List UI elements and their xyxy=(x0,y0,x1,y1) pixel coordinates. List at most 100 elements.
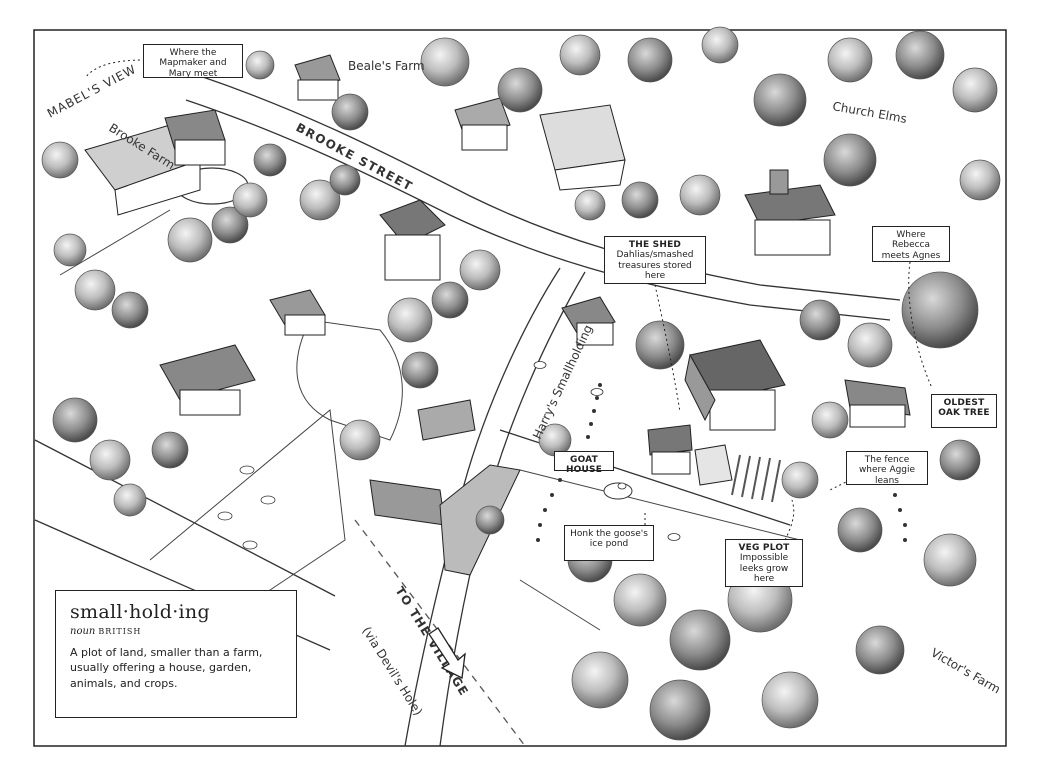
callout-rebecca-text: Where Rebecca meets Agnes xyxy=(881,230,941,261)
tree xyxy=(113,483,147,517)
church-elms-house xyxy=(744,169,836,256)
tree xyxy=(74,269,116,311)
tree xyxy=(253,143,287,177)
callout-fence-aggie: The fence where Aggie leans xyxy=(846,451,928,486)
sheep xyxy=(242,540,258,550)
sheep xyxy=(239,465,255,475)
tree xyxy=(89,439,131,481)
definition-text: A plot of land, smaller than a farm, usu… xyxy=(70,646,263,690)
tree xyxy=(627,37,673,83)
tree xyxy=(339,419,381,461)
tree xyxy=(895,30,945,80)
tree xyxy=(559,34,601,76)
callout-veg-title: VEG PLOT xyxy=(738,543,790,553)
shed-long xyxy=(417,399,476,441)
callout-rebecca-agnes: Where Rebecca meets Agnes xyxy=(872,226,950,262)
callout-the-shed: THE SHED Dahlias/smashed treasures store… xyxy=(604,236,706,284)
tree xyxy=(151,431,189,469)
label-beales-farm: Beale's Farm xyxy=(348,59,425,73)
definition-word: small·hold·ing xyxy=(70,601,210,623)
tree xyxy=(497,67,543,113)
sheep xyxy=(217,511,233,521)
tree xyxy=(621,181,659,219)
the-shed xyxy=(561,296,616,346)
tree xyxy=(939,439,981,481)
tree xyxy=(701,26,739,64)
arrow-to-village-icon xyxy=(428,627,466,679)
brooke-farm-house xyxy=(84,124,201,216)
barn-left xyxy=(159,344,256,416)
beales-farm-house xyxy=(294,54,341,101)
buildings xyxy=(84,54,911,576)
tree xyxy=(420,37,470,87)
tree xyxy=(679,174,721,216)
veg-plot-rows xyxy=(731,454,781,503)
tree xyxy=(799,299,841,341)
tree xyxy=(329,164,361,196)
tree xyxy=(571,651,629,709)
callout-oldest-oak-text: OLDEST OAK TREE xyxy=(938,398,990,419)
tree xyxy=(811,401,849,439)
tree xyxy=(855,625,905,675)
tree xyxy=(41,141,79,179)
tree xyxy=(847,322,893,368)
tree xyxy=(245,50,275,80)
tree xyxy=(574,189,606,221)
callout-veg-text: Impossible leeks grow here xyxy=(739,553,789,585)
grey-house xyxy=(539,104,626,191)
definition-region: BRITISH xyxy=(98,627,142,636)
callout-honk-text: Honk the goose's ice pond xyxy=(570,529,648,550)
tree xyxy=(111,291,149,329)
tree xyxy=(387,297,433,343)
callout-shed-title: THE SHED xyxy=(628,240,682,250)
callout-goat-house: GOAT HOUSE xyxy=(554,451,614,475)
tree xyxy=(211,206,249,244)
goat-house-building xyxy=(647,424,693,475)
tree xyxy=(952,67,998,113)
tree xyxy=(923,533,977,587)
tree xyxy=(827,37,873,83)
callout-mapmaker-mary: Where the Mapmaker and Mary meet xyxy=(143,44,243,79)
tree xyxy=(401,351,439,389)
tree xyxy=(635,320,685,370)
tree xyxy=(823,133,877,187)
smallholding-house xyxy=(684,339,786,431)
tree xyxy=(613,573,667,627)
goose xyxy=(617,482,627,490)
tree xyxy=(901,271,979,349)
tree xyxy=(649,679,711,741)
tree xyxy=(299,179,341,221)
tree xyxy=(331,93,369,131)
tree xyxy=(669,609,731,671)
east-shed xyxy=(844,379,911,428)
callout-oldest-oak: OLDEST OAK TREE xyxy=(931,394,997,428)
callout-shed-text: Dahlias/smashed treasures stored here xyxy=(616,250,694,282)
tree xyxy=(837,507,883,553)
tree xyxy=(959,159,1001,201)
definition-part-of-speech: noun xyxy=(70,626,96,637)
tree xyxy=(781,461,819,499)
tree xyxy=(475,505,505,535)
tree xyxy=(761,671,819,729)
tree xyxy=(52,397,98,443)
sheep xyxy=(260,495,276,505)
animals xyxy=(217,361,681,550)
manor-house xyxy=(379,199,446,281)
tree xyxy=(459,249,501,291)
goat xyxy=(667,533,681,541)
callout-fence-text: The fence where Aggie leans xyxy=(858,455,916,486)
greenhouse xyxy=(694,444,733,486)
tree xyxy=(431,281,469,319)
tree xyxy=(232,182,268,218)
tree xyxy=(167,217,213,263)
stable-1 xyxy=(269,289,326,336)
sheep xyxy=(590,388,604,396)
tree xyxy=(753,73,807,127)
callout-mapmaker-text: Where the Mapmaker and Mary meet xyxy=(159,48,227,79)
roadside-cottage xyxy=(454,97,511,151)
brooke-farm-barn xyxy=(164,109,226,166)
tree xyxy=(53,233,87,267)
callout-honk-pond: Honk the goose's ice pond xyxy=(564,525,654,561)
